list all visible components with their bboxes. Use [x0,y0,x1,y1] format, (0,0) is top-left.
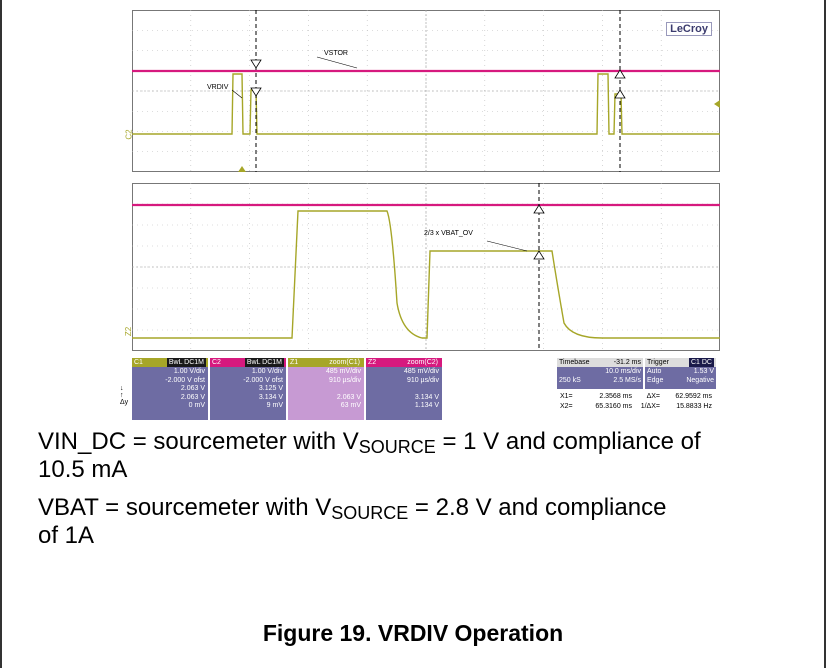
channel-value: 2.063 V [180,385,205,392]
timebase-value: -31.2 ms [613,359,641,366]
channel-value: 1.134 V [414,402,439,409]
channel-tag: BwL DC1M [244,358,284,367]
cursor-arrow [250,59,262,69]
page-border-right [824,0,826,668]
caption-text: = 2.8 V and compliance [408,494,667,521]
level-marker [714,100,720,108]
timebase-samples: 250 kS [559,377,581,384]
upper-waveform-svg [132,10,720,172]
inv-dx-label: 1/ΔX= [640,403,660,410]
oscilloscope-screenshot: LeCroy VSTOR VRDIV C2 2/3 x VBAT_OV Z2 ↓… [120,0,720,425]
channel-marker-plot1: C2 [124,129,134,140]
channel-value: 485 mV/div [403,368,439,375]
caption-line-3: VBAT = sourcemeter with VSOURCE = 2.8 V … [38,494,666,527]
channel-tag: zoom(C1) [329,359,360,366]
cursor-up-glyph: ↑ [120,392,124,399]
channel-value: 1.00 V/div [251,368,283,375]
x1-label: X1= [560,393,573,400]
channel-id: Z2 [368,359,377,366]
cursor-arrow [614,69,626,79]
timebase-div: 10.0 ms/div [605,368,641,375]
trigger-type: Edge [647,377,664,384]
upper-waveform-plot: LeCroy VSTOR VRDIV C2 [125,10,720,172]
x2-label: X2= [560,403,573,410]
delta-y-glyph: Δy [120,399,129,406]
cursor-arrow [533,250,545,260]
channel-value: -2.000 V ofst [165,376,205,384]
cursor-down-glyph: ↓ [120,385,124,392]
channel-value: 485 mV/div [325,368,361,375]
vbat-ov-leader [486,240,528,252]
channel-value: 1.00 V/div [173,368,205,375]
timebase-rate: 2.5 MS/s [613,377,641,384]
channel-value: 910 µs/div [328,376,361,384]
channel-marker-plot2: Z2 [124,326,134,337]
channel-value [369,385,439,394]
vrdiv-trace [132,73,720,135]
channel-tag: zoom(C2) [407,359,438,366]
lower-waveform-plot: 2/3 x VBAT_OV Z2 [124,183,720,351]
caption-text: = 1 V and compliance of [435,428,701,455]
vstor-label: VSTOR [324,50,348,57]
dx-label: ΔX= [646,393,660,400]
channel-value: 0 mV [188,402,205,409]
caption-line-4: of 1A [38,522,95,549]
caption-text: VBAT = sourcemeter with V [38,494,332,521]
caption-subscript: SOURCE [358,437,436,457]
trigger-panel: Trigger C1 DC Auto 1.53 V Edge Negative [645,358,716,389]
zoom-trace [132,210,720,339]
vstor-leader [316,56,358,69]
vbat-ov-label: 2/3 x VBAT_OV [424,230,473,237]
channel-value: 63 mV [340,402,361,409]
trigger-marker [238,166,246,172]
dx-value: 62.9592 ms [675,393,712,400]
caption-subscript: SOURCE [331,503,409,523]
side-glyphs: ↓ ↑ Δy [120,358,132,406]
channel-value: 2.063 V [336,393,361,401]
channel-value: 910 µs/div [406,376,439,384]
trigger-slope: Negative [686,377,714,384]
trigger-mode: Auto [647,368,662,375]
figure-title: Figure 19. VRDIV Operation [262,620,564,646]
inv-dx-value: 15.8833 Hz [676,403,712,410]
channel-id: C2 [212,359,221,366]
channel-tag: BwL DC1M [166,358,206,367]
cursor-readout: X1= 2.3568 ms ΔX= 62.9592 ms X2= 65.3160… [560,392,720,412]
cursor-arrow [250,87,262,97]
trigger-tag: C1 DC [688,358,714,367]
vrdiv-leader [231,89,243,99]
caption-text: VIN_DC = sourcemeter with V [38,428,359,455]
caption-line-2: 10.5 mA [38,456,128,483]
channel-value: 2.063 V [180,393,205,401]
vrdiv-label: VRDIV [207,84,229,91]
x2-value: 65.3160 ms [595,403,632,410]
brand-logo: LeCroy [666,22,712,36]
caption-line-1: VIN_DC = sourcemeter with VSOURCE = 1 V … [38,428,701,461]
x1-value: 2.3568 ms [599,393,632,400]
channel-value: 3.134 V [258,393,283,401]
channel-value: 3.134 V [414,393,439,401]
channel-value [291,385,361,394]
trigger-level: 1.53 V [693,368,714,375]
channel-id: C1 [134,359,143,366]
channel-value: -2.000 V ofst [243,376,283,384]
channel-id: Z1 [290,359,299,366]
cursor-arrow [614,89,626,99]
timebase-label: Timebase [559,359,590,366]
page-border-left [0,0,2,668]
cursor-arrow [533,204,545,214]
timebase-panel: Timebase -31.2 ms 10.0 ms/div 250 kS 2.5… [557,358,643,389]
lower-waveform-svg [132,183,720,351]
trigger-label: Trigger [647,359,669,366]
channel-value: 9 mV [266,402,283,409]
channel-value: 3.125 V [258,385,283,392]
